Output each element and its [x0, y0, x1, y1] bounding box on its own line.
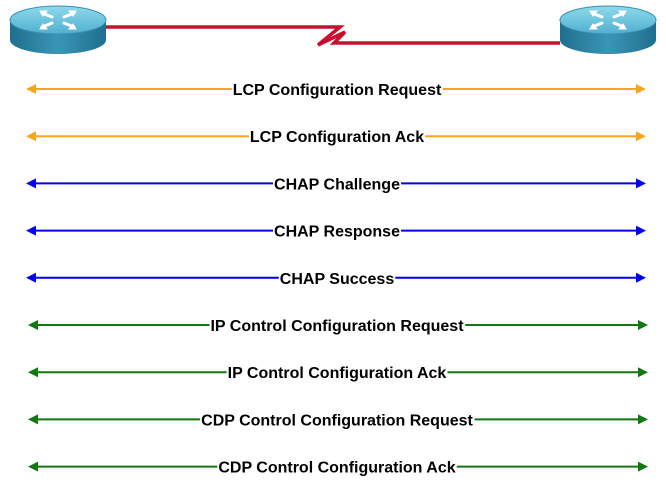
arrowhead-right-icon: [636, 131, 646, 142]
message-label: IP Control Configuration Request: [210, 318, 464, 335]
label-background: [273, 227, 402, 234]
label-background: [209, 322, 466, 328]
label-background: [273, 180, 402, 187]
message-row: CHAP Challenge: [26, 176, 646, 193]
message-row: LCP Configuration Ack: [26, 129, 646, 146]
arrowhead-left-icon: [26, 225, 36, 236]
arrowhead-right-icon: [638, 320, 648, 330]
message-label: CDP Control Configuration Request: [201, 412, 473, 429]
message-row: IP Control Configuration Ack: [28, 365, 648, 382]
arrowhead-right-icon: [636, 178, 646, 189]
message-label: LCP Configuration Request: [233, 82, 442, 99]
label-background: [248, 133, 426, 140]
message-label: CDP Control Configuration Ack: [218, 460, 455, 477]
arrowhead-right-icon: [638, 414, 648, 425]
message-row: CDP Control Configuration Request: [28, 412, 648, 429]
arrowhead-right-icon: [636, 84, 646, 94]
arrowhead-right-icon: [636, 225, 646, 236]
router-right-icon: [559, 5, 657, 54]
label-background: [226, 369, 448, 376]
arrowhead-left-icon: [28, 461, 38, 472]
label-background: [231, 86, 443, 92]
arrowhead-left-icon: [26, 131, 36, 142]
arrowhead-right-icon: [636, 272, 646, 283]
arrowhead-left-icon: [26, 178, 36, 189]
message-label: CHAP Response: [274, 224, 400, 241]
message-label: CHAP Success: [280, 271, 395, 288]
message-label: IP Control Configuration Ack: [228, 365, 447, 382]
message-row: LCP Configuration Request: [26, 82, 646, 99]
label-background: [217, 463, 457, 470]
arrowhead-left-icon: [28, 320, 38, 330]
arrowhead-left-icon: [26, 84, 36, 94]
message-row: IP Control Configuration Request: [28, 318, 648, 335]
arrowhead-left-icon: [28, 367, 38, 378]
message-row: CDP Control Configuration Ack: [28, 460, 648, 477]
serial-link: [104, 25, 560, 47]
serial-link-line: [104, 25, 560, 47]
arrowhead-left-icon: [28, 414, 38, 425]
message-label: CHAP Challenge: [274, 176, 400, 193]
message-label: LCP Configuration Ack: [250, 129, 424, 146]
label-background: [278, 274, 396, 281]
message-row: CHAP Success: [26, 271, 646, 288]
arrowhead-left-icon: [26, 272, 36, 283]
arrowhead-right-icon: [638, 367, 648, 378]
label-background: [200, 416, 475, 423]
message-row: CHAP Response: [26, 224, 646, 241]
router-left-icon: [9, 5, 107, 54]
arrowhead-right-icon: [638, 461, 648, 472]
